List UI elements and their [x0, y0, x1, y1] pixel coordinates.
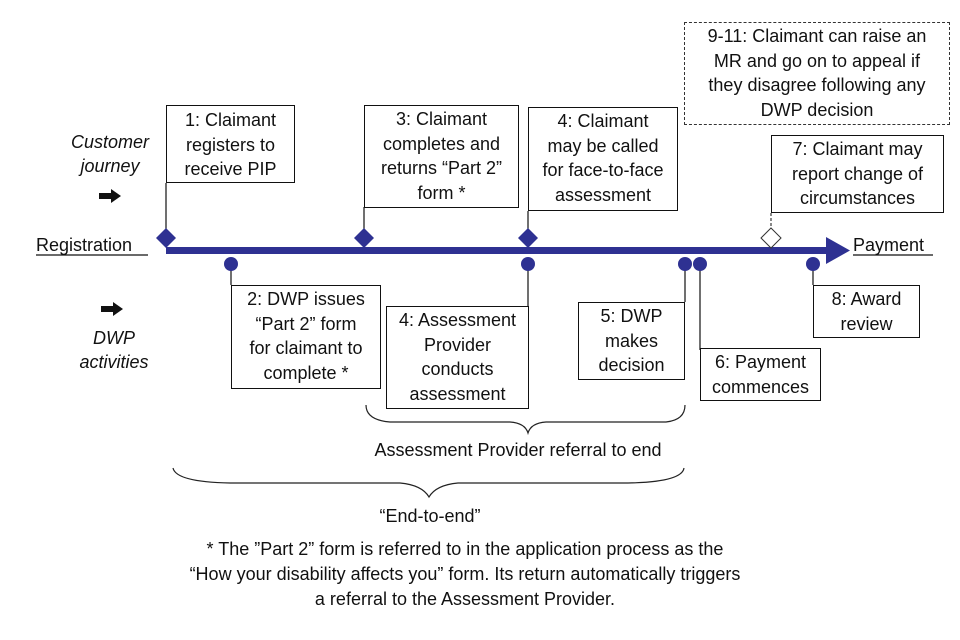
diamond-marker-step-3 — [354, 228, 374, 248]
step-6-box: 6: Payment commences — [700, 348, 821, 401]
step-7-box: 7: Claimant may report change of circums… — [771, 135, 944, 213]
step-9-11-box: 9-11: Claimant can raise an MR and go on… — [684, 22, 950, 125]
step-2-box: 2: DWP issues “Part 2” form for claimant… — [231, 285, 381, 389]
customer-journey-label: Customer journey — [70, 132, 150, 176]
circle-marker-step-8 — [806, 257, 820, 271]
step-1-box: 1: Claimant registers to receive PIP — [166, 105, 295, 183]
step-4-assessment-box: 4: Assessment Provider conducts assessme… — [386, 306, 529, 409]
end-to-end-label: “End-to-end” — [379, 506, 481, 526]
footnote: * The ”Part 2” form is referred to in th… — [189, 539, 741, 609]
dwp-activities-label: DWP activities — [79, 328, 149, 372]
timeline-arrowhead — [826, 237, 850, 264]
diamond-marker-step-1 — [156, 228, 176, 248]
step-5-box: 5: DWP makes decision — [578, 302, 685, 380]
timeline-bar — [166, 247, 828, 254]
circle-marker-step-2 — [224, 257, 238, 271]
step-3-box: 3: Claimant completes and returns “Part … — [364, 105, 519, 208]
right-arrow-icon — [99, 189, 121, 203]
step-4-claimant-box: 4: Claimant may be called for face-to-fa… — [528, 107, 678, 211]
circle-marker-step-4d — [521, 257, 535, 271]
registration-label: Registration — [36, 235, 133, 255]
right-arrow-icon — [101, 302, 123, 316]
referral-to-end-label: Assessment Provider referral to end — [374, 440, 662, 460]
circle-marker-step-6 — [693, 257, 707, 271]
step-8-box: 8: Award review — [813, 285, 920, 338]
diamond-marker-step-4c — [518, 228, 538, 248]
brace-referral — [365, 404, 686, 436]
payment-label: Payment — [853, 235, 925, 255]
brace-end-to-end — [172, 467, 685, 499]
circle-marker-step-5 — [678, 257, 692, 271]
hollow-diamond-marker-step-7 — [760, 227, 782, 249]
